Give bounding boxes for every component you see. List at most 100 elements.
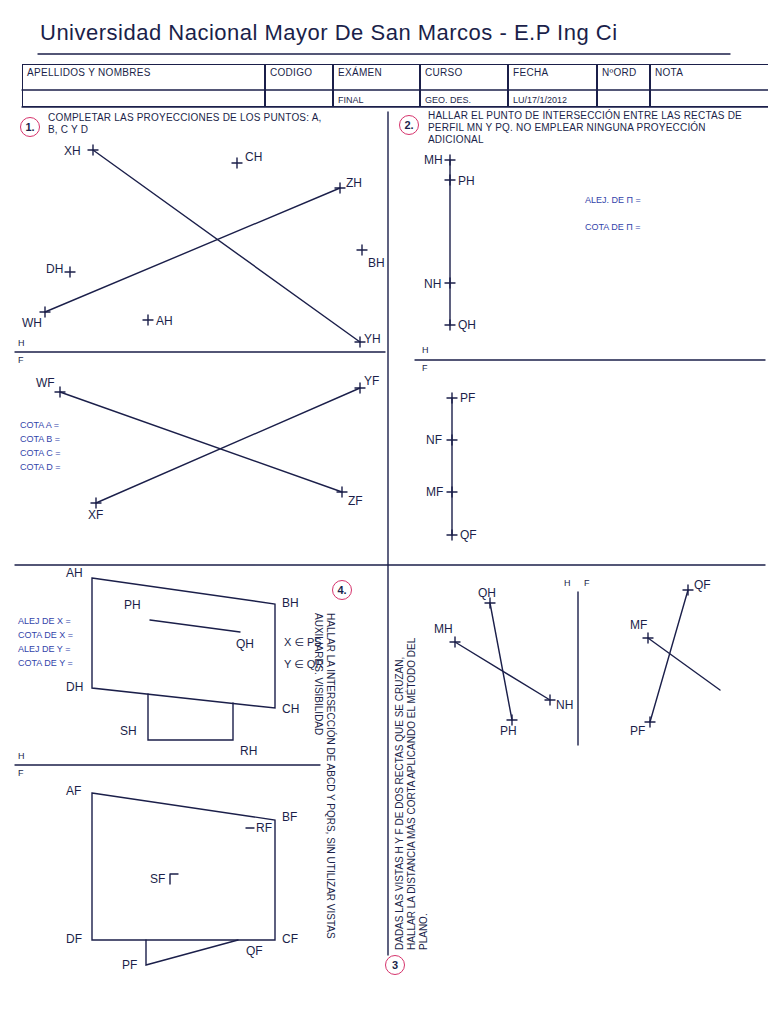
plane-abcd-f [92,793,275,940]
point-label: CH [245,150,262,164]
table-cell: EXÁMEN FINAL [333,64,420,107]
point-label: PF [460,391,475,405]
answer-blank: COTA A = [20,420,59,431]
instruction-text: COMPLETAR LAS PROYECCIONES DE LOS PUNTOS… [48,112,328,136]
cell-value: GEO. DES. [425,95,471,105]
point-label: DH [46,262,63,276]
point-label: BH [282,596,299,610]
point-label: WF [36,376,55,390]
page-title: Universidad Nacional Mayor De San Marcos… [40,20,618,46]
point-label: QF [246,944,263,958]
problem-number: 4. [332,580,352,600]
line-pq-f [650,590,688,722]
answer-blank: ALEJ DE Y = [18,644,70,655]
point-label: PF [630,724,645,738]
point-label: WH [22,316,42,330]
point-label: MH [424,153,443,167]
point-label: MF [426,485,443,499]
point-label: NH [556,698,573,712]
profile-line-f [451,398,452,535]
point-label: RF [256,821,272,835]
point-label: BH [368,256,385,270]
point-label: PH [500,724,517,738]
point-label: AH [66,566,83,580]
point-marks [55,383,365,508]
fold-line [415,359,765,360]
point-label: SF [150,872,165,886]
point-marks [445,155,455,330]
point-label: XH [64,144,81,158]
fold-line-label: H [564,578,571,589]
problem-number: 2. [399,115,419,135]
point-label: NH [424,277,441,291]
point-label: CF [282,932,298,946]
answer-blank: COTA C = [20,448,61,459]
answer-blank: COTA D = [20,462,61,473]
table-cell: NºORD [597,64,650,107]
problem-number: 1. [20,117,40,137]
cell-heading: CODIGO [270,67,328,78]
plane-pqrs-f [146,940,238,965]
point-label: YF [364,374,379,388]
fold-line-label: H [422,345,429,356]
point-label: AF [66,784,81,798]
point-label: PH [458,174,475,188]
cell-value: FINAL [338,95,364,105]
point-label: SH [120,724,137,738]
cell-heading: APELLIDOS Y NOMBRES [27,67,260,78]
cell-value: LU/17/1/2012 [513,95,567,105]
point-label: CH [282,702,299,716]
answer-blank: COTA DE Y = [18,658,73,669]
point-marks [170,828,254,884]
instruction-text: DADAS LAS VISTAS H Y F DE DOS RECTAS QUE… [394,620,430,950]
line-wz-f [60,392,342,492]
fold-line-label: H [18,751,25,762]
point-label: QH [478,586,496,600]
cell-heading: CURSO [425,67,503,78]
point-marks [447,393,457,540]
point-label: QH [236,637,254,651]
line-pq-h [150,620,240,632]
fold-line-label: F [584,578,590,589]
cell-heading: NOTA [655,67,767,78]
answer-blank: ALEJ. DE Π = [585,195,641,206]
fold-line [577,592,578,745]
plane-pqrs-h [148,694,233,740]
answer-blank: ALEJ DE X = [18,616,71,627]
point-label: XF [88,508,103,522]
fold-line-label: F [422,363,428,374]
fold-line [15,764,320,765]
fold-line-label: H [18,338,25,349]
point-label: MF [630,618,647,632]
point-label: BF [282,810,297,824]
answer-blank: COTA DE Π = [585,222,641,233]
instruction-text: HALLAR EL PUNTO DE INTERSECCIÓN ENTRE LA… [428,110,758,146]
point-marks [450,585,693,727]
point-label: YH [364,332,381,346]
cell-heading: EXÁMEN [338,67,415,78]
callout-number: 2. [404,119,413,131]
section-divider [387,112,388,955]
fold-line [15,351,385,352]
point-marks [40,145,367,347]
point-label: ZH [346,176,362,190]
problem-number: 3 [385,955,405,975]
point-label: NF [426,433,442,447]
line-xy-h [93,150,360,342]
table-cell: APELLIDOS Y NOMBRES [22,64,265,107]
point-label: RH [240,744,257,758]
table-rule [22,89,768,90]
section-divider [15,564,765,565]
table-cell: NOTA [650,64,768,107]
fold-line-label: F [18,355,24,366]
fold-line-label: F [18,768,24,779]
answer-blank: COTA B = [20,434,60,445]
instruction-text: HALLAR LA INTERSECCIÓN DE ABCD Y PQRS, S… [312,613,336,943]
plane-abcd-h [92,578,275,708]
line-mn-f [648,638,720,690]
point-label: ZF [348,494,363,508]
point-label: QH [458,318,476,332]
point-label: DH [66,680,83,694]
